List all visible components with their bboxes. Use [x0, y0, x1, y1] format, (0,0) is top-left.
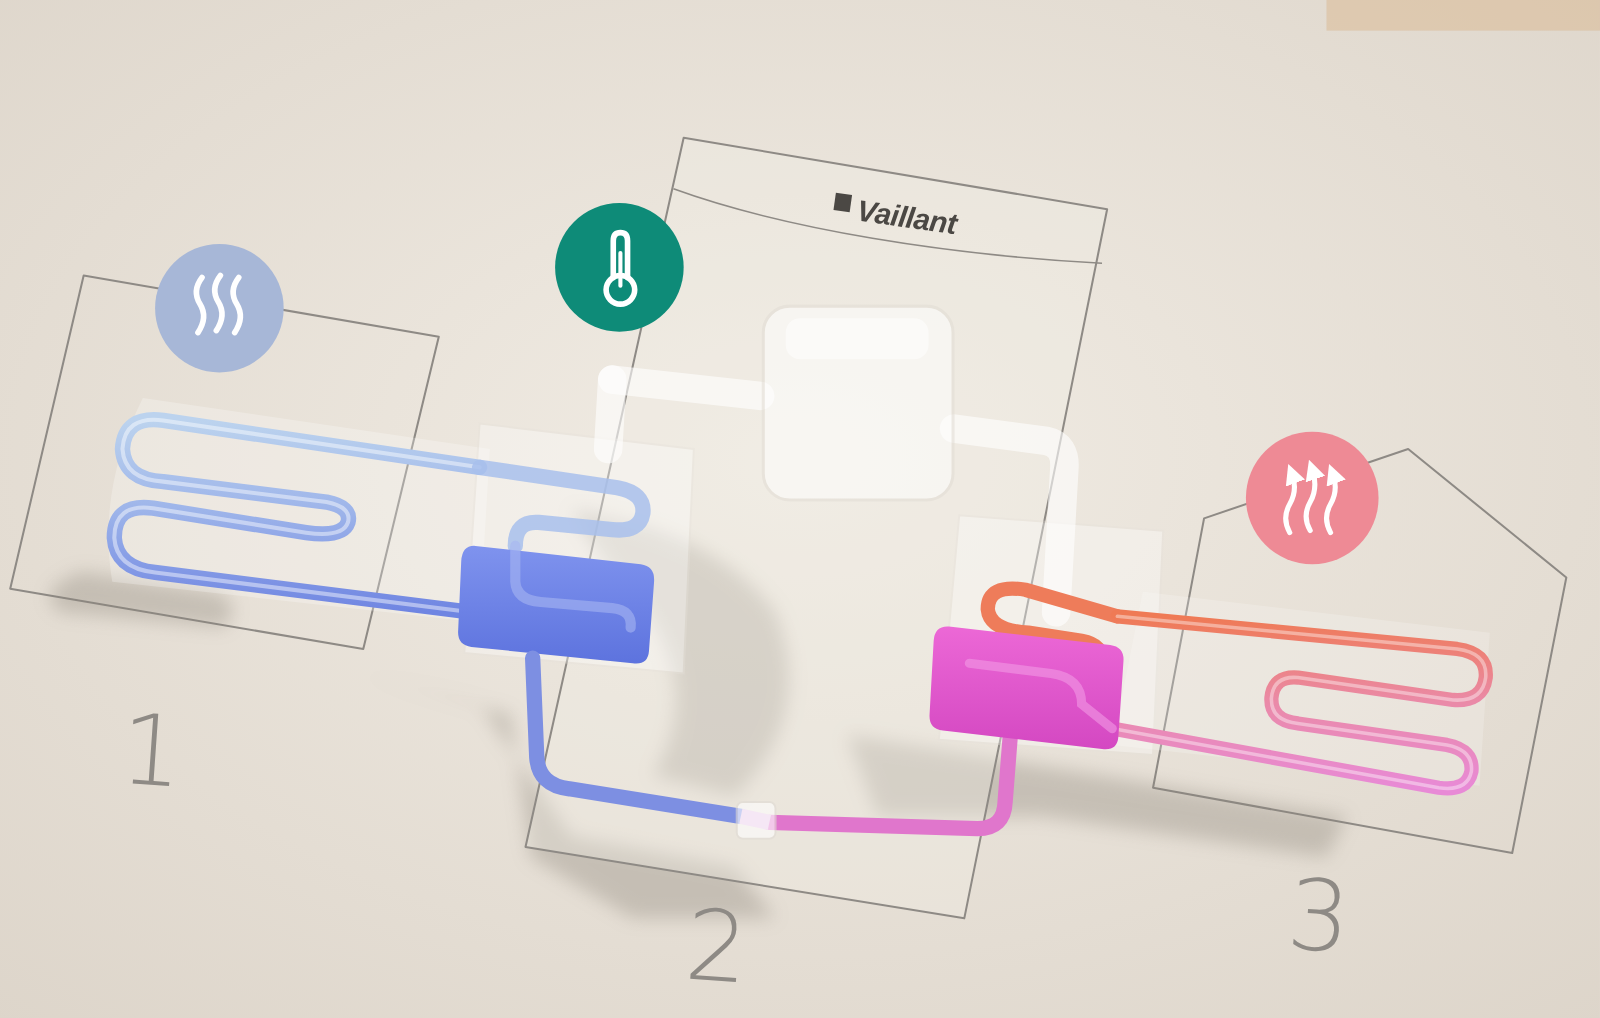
compressor [763, 306, 953, 500]
thermometer-level [618, 253, 622, 286]
expansion-valve [737, 802, 776, 839]
wave-line [233, 278, 240, 333]
condenser [930, 626, 1124, 749]
refrigerant-pipe [612, 380, 760, 396]
rising-arrow [1306, 469, 1315, 530]
wave-line [196, 278, 203, 333]
callout-number: 3 [1284, 865, 1353, 967]
rising-arrow [1327, 473, 1336, 532]
heat-waves-symbol [196, 276, 240, 333]
evaporator-coil [480, 467, 643, 546]
coil-highlight [1112, 616, 1486, 788]
rising-heat-symbol [1286, 469, 1336, 532]
rising-arrow [1286, 473, 1295, 532]
callout-number: 1 [117, 700, 186, 802]
ambient-heat-icon [155, 244, 284, 373]
compressor-top [786, 318, 929, 359]
evaporator-coil [114, 420, 479, 613]
table-edge [1327, 0, 1600, 31]
unit-panel-seam [673, 189, 1102, 263]
logo-mark [833, 193, 852, 212]
evaporator-coil [515, 546, 630, 628]
plastic-sheet [108, 398, 489, 622]
refrigerant-pipe [608, 380, 612, 449]
heating-icon [1246, 432, 1379, 565]
coil-highlight [114, 420, 479, 613]
temperature-icon [555, 203, 684, 332]
wave-line [215, 276, 222, 331]
condenser-coil [1112, 616, 1486, 788]
thermometer-symbol [606, 233, 635, 304]
brand-logo-text: Vaillant [855, 194, 959, 241]
cold-pipe [533, 658, 741, 816]
warm-pipe [769, 737, 1010, 829]
evaporator [458, 546, 654, 664]
callout-number: 2 [682, 896, 751, 998]
condenser-coil [969, 663, 1112, 728]
